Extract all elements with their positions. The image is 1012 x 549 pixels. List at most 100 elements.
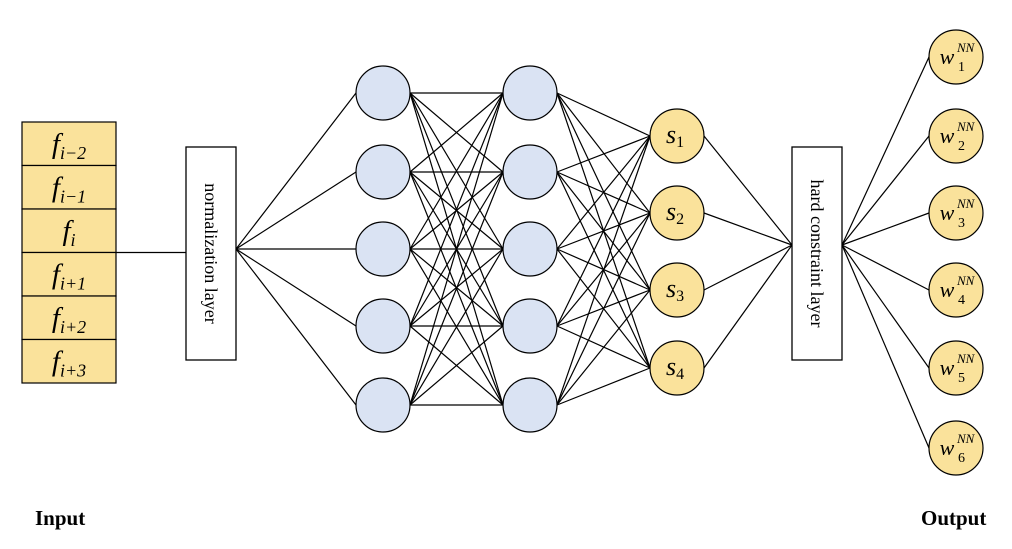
input-cell-label-2-subscript: i−1 (60, 186, 86, 206)
output-node-label-3-superscript: NN (956, 196, 976, 211)
input-cell-label-6-subscript: i+3 (60, 360, 86, 380)
input-cell-label-4-subscript: i+1 (60, 273, 86, 293)
s-to-hard-constraint-line-4 (703, 244, 793, 369)
hidden1-to-hidden2-line-4-1 (409, 92, 504, 327)
output-node-label-5-base: w (940, 355, 955, 380)
hidden2-node-1 (502, 65, 558, 121)
s-node-label-4-subscript: 4 (676, 366, 684, 383)
hidden1-to-hidden2-line-5-2 (409, 171, 504, 406)
hard-constraint-to-output-line-5 (841, 244, 930, 369)
s-node-label-2: s2 (666, 197, 684, 228)
s-node-3 (649, 262, 705, 318)
s-node-label-3-base: s (666, 274, 676, 303)
hard-constraint-layer-box (791, 146, 843, 361)
hidden1-to-hidden2-line-3-1 (409, 92, 504, 250)
input-cell-4 (21, 251, 117, 297)
output-node-3 (928, 185, 984, 241)
s-node-2 (649, 185, 705, 241)
hidden2-to-s-line-5-1 (556, 135, 651, 406)
input-cell-5 (21, 295, 117, 341)
hidden2-to-s-line-5-3 (556, 289, 651, 406)
output-node-label-4-subscript: 4 (958, 293, 965, 308)
s-to-hard-constraint-line-1 (703, 135, 793, 246)
hidden2-to-s-line-1-2 (556, 92, 651, 214)
output-node-label-3-subscript: 3 (958, 216, 965, 231)
output-label: Output (921, 506, 986, 530)
s-node-label-3: s3 (666, 274, 684, 305)
s-to-hard-constraint-line-2 (703, 212, 793, 246)
hidden2-to-s-line-5-4 (556, 367, 651, 406)
output-node-label-1-superscript: NN (956, 40, 976, 55)
normalization-layer-label: normalization layer (201, 183, 221, 323)
s-node-label-2-base: s (666, 197, 676, 226)
output-node-label-1-subscript: 1 (958, 60, 965, 75)
output-node-label-5-subscript: 5 (958, 371, 965, 386)
input-cell-label-5-subscript: i+2 (60, 317, 86, 337)
normalization-to-hidden1-line-4 (235, 248, 357, 327)
output-node-4 (928, 262, 984, 318)
s-node-label-1: s1 (666, 120, 684, 151)
input-cell-2 (21, 164, 117, 210)
input-cell-label-3-subscript: i (71, 230, 76, 250)
hidden2-to-s-line-2-1 (556, 135, 651, 173)
hidden2-to-s-line-5-2 (556, 212, 651, 406)
output-node-label-4-superscript: NN (956, 273, 976, 288)
s-node-4 (649, 340, 705, 396)
s-to-hard-constraint-line-3 (703, 244, 793, 291)
hidden1-node-5 (355, 377, 411, 433)
normalization-to-hidden1-line-1 (235, 92, 357, 250)
output-node-label-1-base: w (940, 44, 955, 69)
normalization-to-hidden1-line-2 (235, 171, 357, 250)
hidden2-to-s-line-1-3 (556, 92, 651, 291)
hidden2-node-4 (502, 298, 558, 354)
output-node-label-2-superscript: NN (956, 119, 976, 134)
output-node-6 (928, 420, 984, 476)
hidden2-node-2 (502, 144, 558, 200)
s-node-label-4: s4 (666, 352, 684, 383)
connections (116, 56, 930, 449)
output-node-label-3-base: w (940, 200, 955, 225)
normalization-to-hidden1-line-5 (235, 248, 357, 406)
hidden2-to-s-line-3-1 (556, 135, 651, 250)
hidden2-to-s-line-4-1 (556, 135, 651, 327)
hidden1-to-hidden2-line-5-3 (409, 248, 504, 406)
hidden1-node-4 (355, 298, 411, 354)
output-node-5 (928, 340, 984, 396)
input-label: Input (35, 506, 85, 530)
hidden2-node-5 (502, 377, 558, 433)
hard-constraint-to-output-line-4 (841, 244, 930, 291)
s-node-1 (649, 108, 705, 164)
output-node-2 (928, 108, 984, 164)
s-node-label-2-subscript: 2 (676, 211, 684, 228)
output-node-1 (928, 29, 984, 85)
output-node-label-6-base: w (940, 435, 955, 460)
output-node-label-5-superscript: NN (956, 351, 976, 366)
s-node-label-1-subscript: 1 (676, 134, 684, 151)
s-node-label-1-base: s (666, 120, 676, 149)
hard-constraint-to-output-line-6 (841, 244, 930, 449)
hidden1-to-hidden2-line-5-1 (409, 92, 504, 406)
hidden1-node-1 (355, 65, 411, 121)
hidden1-to-hidden2-line-5-4 (409, 325, 504, 406)
s-node-label-4-base: s (666, 352, 676, 381)
input-cell-6 (21, 338, 117, 384)
hard-constraint-layer-label: hard constraint layer (807, 180, 827, 328)
output-node-label-2-subscript: 2 (958, 139, 965, 154)
input-cell-label-1-subscript: i−2 (60, 143, 86, 163)
hidden2-node-3 (502, 221, 558, 277)
hard-constraint-to-output-line-3 (841, 212, 930, 246)
input-cell-1 (21, 121, 117, 167)
output-node-label-4-base: w (940, 277, 955, 302)
s-node-label-3-subscript: 3 (676, 288, 684, 305)
output-node-label-2-base: w (940, 123, 955, 148)
input-cell-3 (21, 208, 117, 254)
